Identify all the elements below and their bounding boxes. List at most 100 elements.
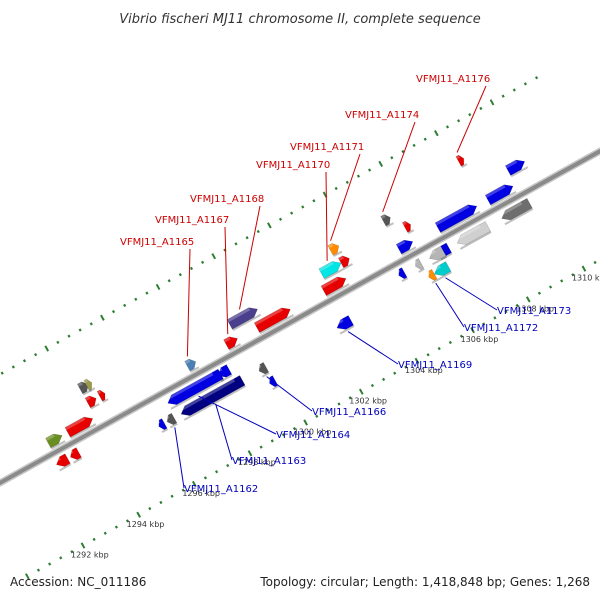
ruler-tick xyxy=(337,402,341,406)
callout-line xyxy=(330,153,361,241)
ruler-tick xyxy=(245,236,249,240)
gene-feature[interactable] xyxy=(337,254,353,270)
gene-feature[interactable] xyxy=(84,394,100,410)
ruler-tick xyxy=(378,160,384,167)
gene-feature[interactable] xyxy=(96,389,109,403)
ruler-tick xyxy=(470,327,475,334)
callout-line xyxy=(215,404,233,461)
gene-feature-vfmj11_a1165[interactable] xyxy=(184,357,200,373)
map-title: Vibrio fischeri MJ11 chromosome II, comp… xyxy=(119,12,480,27)
ruler-tick xyxy=(211,253,217,260)
ruler-tick xyxy=(201,260,205,264)
gene-feature-vfmj11_a1166[interactable] xyxy=(256,362,270,378)
gene-feature[interactable] xyxy=(156,418,169,434)
ruler-tick xyxy=(504,310,508,314)
callout-line xyxy=(347,331,399,365)
ruler-tick xyxy=(148,506,152,511)
tick-label: 1294 kbp xyxy=(127,520,165,529)
callout-line xyxy=(224,226,229,335)
tick-label: 1304 kbp xyxy=(405,366,443,375)
gene-label-bottom: VFMJ11_A1169 xyxy=(398,360,472,371)
ruler-tick xyxy=(203,476,208,480)
ruler-tick xyxy=(537,291,541,295)
gene-feature[interactable] xyxy=(77,380,92,396)
gene-feature-vfmj11_a1174[interactable] xyxy=(380,213,394,228)
ruler-tick xyxy=(189,266,194,271)
gene-feature[interactable] xyxy=(253,304,294,335)
gene-feature-vfmj11_a1169[interactable] xyxy=(334,315,355,335)
gene-feature-vfmj11_a1173[interactable] xyxy=(431,261,452,281)
gene-feature-vfmj11_a1176[interactable] xyxy=(455,154,468,168)
gene-feature[interactable] xyxy=(504,157,529,178)
ruler-tick xyxy=(358,388,364,395)
gene-feature-vfmj11_a1163[interactable] xyxy=(178,375,247,421)
gene-label-top: VFMJ11_A1176 xyxy=(416,74,490,85)
gene-label-bottom: VFMJ11_A1164 xyxy=(276,430,350,441)
gene-feature-vfmj11_a1168[interactable] xyxy=(226,304,262,332)
ruler-tick xyxy=(226,463,230,468)
callout-line xyxy=(238,205,261,310)
ruler-tick xyxy=(326,408,330,412)
ruler-tick xyxy=(111,309,116,314)
ruler-tick xyxy=(267,222,272,229)
ruler-tick xyxy=(192,480,197,488)
ruler-tick xyxy=(0,371,4,375)
ruler-tick xyxy=(181,488,185,492)
ruler-tick xyxy=(103,531,107,535)
ruler-tick xyxy=(367,168,372,172)
gene-feature[interactable] xyxy=(484,181,517,207)
ruler-tick xyxy=(382,377,386,382)
ruler-tick xyxy=(70,550,74,554)
ruler-tick xyxy=(34,353,38,357)
gene-feature-vfmj11_a1172[interactable] xyxy=(426,268,439,284)
gene-labels: VFMJ11_A1165VFMJ11_A1167VFMJ11_A1168VFMJ… xyxy=(120,74,571,495)
genome-summary-text: Topology: circular; Length: 1,418,848 bp… xyxy=(260,575,590,589)
ruler-tick xyxy=(493,316,497,320)
ruler-tick xyxy=(134,297,138,301)
ruler-tick xyxy=(48,562,52,566)
gene-feature[interactable] xyxy=(454,221,492,250)
gene-feature[interactable] xyxy=(412,258,425,273)
ruler-tick xyxy=(370,383,375,388)
gene-feature[interactable] xyxy=(434,201,481,235)
gene-feature-vfmj11_a1171[interactable] xyxy=(327,241,343,258)
gene-feature[interactable] xyxy=(45,431,66,450)
gene-label-bottom: VFMJ11_A1166 xyxy=(312,407,386,418)
gene-feature[interactable] xyxy=(426,245,447,266)
gene-feature-vfmj11_a1162[interactable] xyxy=(164,412,178,429)
ruler-tick xyxy=(215,470,219,474)
ruler-tick xyxy=(270,439,274,443)
gene-feature[interactable] xyxy=(402,220,415,235)
gene-features xyxy=(45,154,534,472)
tick-label: 1302 kbp xyxy=(349,397,387,406)
callout-line xyxy=(325,171,328,261)
ruler-tick xyxy=(136,511,141,518)
tick-label: 1306 kbp xyxy=(461,335,499,344)
ruler-tick xyxy=(593,260,597,265)
gene-feature[interactable] xyxy=(395,237,417,256)
gene-feature[interactable] xyxy=(499,198,534,226)
ruler-tick xyxy=(259,445,263,449)
gene-feature[interactable] xyxy=(320,274,350,298)
ruler-tick xyxy=(114,525,118,529)
ruler-tick xyxy=(482,322,486,326)
callout-line xyxy=(382,121,416,213)
gene-feature-vfmj11_a1170[interactable] xyxy=(318,258,345,281)
tick-label: 1300 kbp xyxy=(294,427,332,436)
ruler-tick xyxy=(334,186,338,191)
callout-line xyxy=(198,395,277,435)
gene-feature[interactable] xyxy=(53,453,72,472)
gene-feature[interactable] xyxy=(64,414,97,439)
ruler-tick xyxy=(178,273,182,277)
ruler-tick xyxy=(345,180,349,184)
ruler-tick xyxy=(170,494,174,498)
ruler-tick xyxy=(25,573,30,580)
callout-line xyxy=(266,376,313,412)
gene-feature-vfmj11_a1164[interactable] xyxy=(165,368,225,410)
gene-feature[interactable] xyxy=(396,267,409,283)
gene-feature-vfmj11_a1167[interactable] xyxy=(223,334,242,352)
gene-feature[interactable] xyxy=(67,447,83,464)
gene-feature[interactable] xyxy=(83,378,96,392)
